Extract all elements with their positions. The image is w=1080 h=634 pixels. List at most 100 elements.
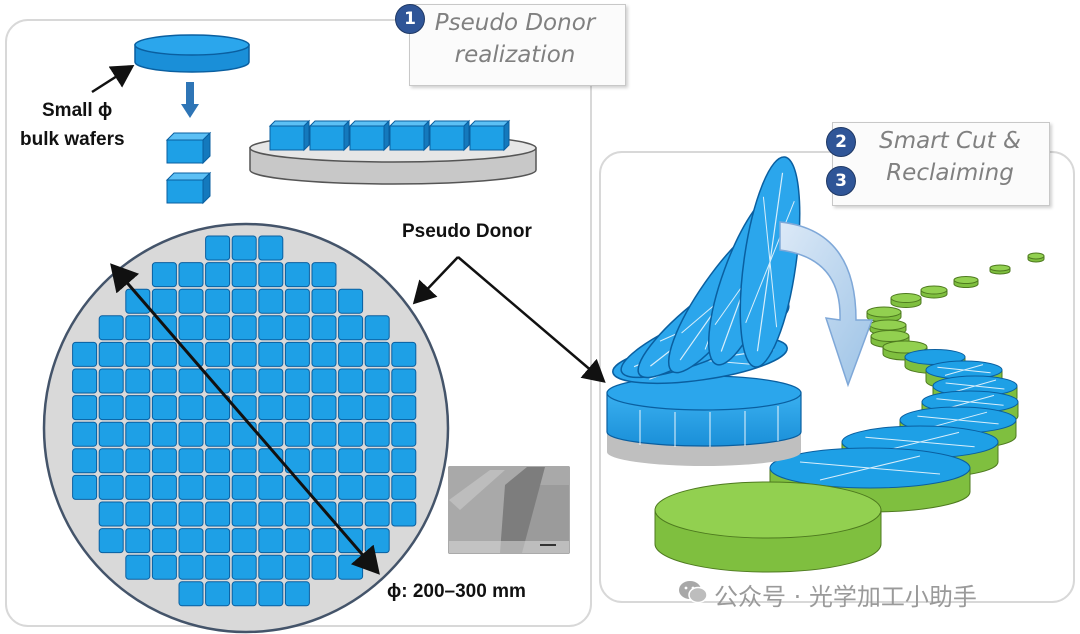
wafer-tile bbox=[284, 528, 310, 554]
wafer-tile bbox=[125, 395, 151, 421]
wafer-tile bbox=[98, 341, 124, 367]
wafer-tile bbox=[258, 474, 284, 500]
wafer-tile bbox=[125, 288, 151, 314]
wafer-tile bbox=[151, 262, 177, 288]
wafer-tile bbox=[258, 235, 284, 261]
wafer-tile bbox=[311, 341, 337, 367]
wafer-tile bbox=[205, 501, 231, 527]
wafer-tile bbox=[338, 554, 364, 580]
pseudo-donor-label: Pseudo Donor bbox=[402, 221, 532, 242]
wafer-tile bbox=[125, 554, 151, 580]
reclaimed-wafer-disc bbox=[989, 264, 1011, 275]
wafer-tile bbox=[311, 474, 337, 500]
wafer-tile bbox=[284, 315, 310, 341]
wafer-tile bbox=[72, 448, 98, 474]
wafer-tile bbox=[258, 554, 284, 580]
wafer-tile bbox=[125, 448, 151, 474]
wafer-tile bbox=[178, 501, 204, 527]
wafer-tile bbox=[205, 581, 231, 607]
plate-tile bbox=[348, 119, 391, 152]
wafer-tile bbox=[72, 421, 98, 447]
reclaimed-wafer-disc bbox=[953, 276, 979, 288]
wafer-tile bbox=[364, 474, 390, 500]
wafer-tile bbox=[258, 288, 284, 314]
wafer-tile bbox=[258, 421, 284, 447]
wafer-tile bbox=[311, 315, 337, 341]
plate-tile bbox=[468, 119, 511, 152]
wafer-tile bbox=[205, 235, 231, 261]
wafer-tile bbox=[284, 421, 310, 447]
wafer-tile bbox=[258, 501, 284, 527]
wafer-tile bbox=[178, 528, 204, 554]
wafer-tile bbox=[205, 288, 231, 314]
wafer-tile bbox=[338, 368, 364, 394]
wafer-tile bbox=[178, 448, 204, 474]
diced-cubes bbox=[165, 131, 212, 205]
reclaimed-wafer-disc bbox=[890, 293, 922, 308]
peeled-layer bbox=[739, 156, 801, 368]
wafer-tile bbox=[284, 262, 310, 288]
diameter-arrow bbox=[110, 263, 380, 575]
wafer-tile bbox=[338, 341, 364, 367]
wafer-tile bbox=[364, 528, 390, 554]
small-wafer-pointer-arrow bbox=[91, 64, 135, 94]
wafer-tile bbox=[338, 501, 364, 527]
smart-cut-curved-arrow bbox=[779, 221, 874, 388]
wafer-tile bbox=[284, 581, 310, 607]
reclaimed-wafer-disc bbox=[920, 285, 948, 299]
wafer-tile bbox=[338, 395, 364, 421]
step-1-badge: 1 bbox=[395, 4, 425, 34]
wafer-tile bbox=[311, 448, 337, 474]
wafer-tile bbox=[231, 554, 257, 580]
wafer-tile bbox=[338, 448, 364, 474]
wafer-tile bbox=[311, 501, 337, 527]
pseudo-donor-arrow-left bbox=[412, 256, 459, 305]
wafer-tile bbox=[98, 474, 124, 500]
wafer-tile bbox=[151, 368, 177, 394]
wafer-tile bbox=[178, 315, 204, 341]
reclaimed-wafer-disc bbox=[654, 481, 882, 573]
wafer-tile bbox=[205, 341, 231, 367]
wafer-tile bbox=[258, 448, 284, 474]
wafer-tile bbox=[178, 288, 204, 314]
wafer-tile bbox=[391, 368, 417, 394]
wafer-tile bbox=[125, 315, 151, 341]
wafer-tile bbox=[258, 368, 284, 394]
wafer-tile bbox=[391, 395, 417, 421]
wafer-tile bbox=[98, 528, 124, 554]
wafer-tile bbox=[311, 554, 337, 580]
wafer-tile bbox=[72, 368, 98, 394]
wafer-tile bbox=[391, 448, 417, 474]
wafer-tile bbox=[311, 395, 337, 421]
wafer-tile bbox=[284, 554, 310, 580]
step-2-title: Smart Cut & bbox=[879, 128, 1021, 154]
wafer-tile bbox=[311, 421, 337, 447]
wafer-tile bbox=[125, 368, 151, 394]
wafer-tile bbox=[125, 501, 151, 527]
wafer-tile bbox=[311, 262, 337, 288]
wafer-tile bbox=[151, 421, 177, 447]
wafer-tile bbox=[125, 474, 151, 500]
wafer-tile bbox=[231, 368, 257, 394]
step-2-3-box bbox=[832, 122, 1050, 206]
wafer-tile bbox=[258, 341, 284, 367]
sem-image-inset bbox=[448, 466, 570, 554]
wafer-tile bbox=[311, 288, 337, 314]
plate-tile bbox=[428, 119, 471, 152]
wafer-tile bbox=[205, 421, 231, 447]
wafer-tile bbox=[178, 581, 204, 607]
wafer-tile bbox=[231, 474, 257, 500]
wafer-tile bbox=[231, 581, 257, 607]
wafer-tile bbox=[205, 528, 231, 554]
wafer-tile bbox=[258, 262, 284, 288]
wafer-tile bbox=[98, 315, 124, 341]
plate-tile bbox=[268, 119, 311, 152]
wafer-tile bbox=[151, 341, 177, 367]
wafer-tile bbox=[258, 581, 284, 607]
step-1-title-line1: Pseudo Donor bbox=[434, 10, 596, 36]
wafer-tile bbox=[258, 395, 284, 421]
down-arrow bbox=[181, 82, 199, 118]
wafer-tile bbox=[258, 315, 284, 341]
wafer-tile bbox=[205, 474, 231, 500]
wafer-tile bbox=[178, 421, 204, 447]
